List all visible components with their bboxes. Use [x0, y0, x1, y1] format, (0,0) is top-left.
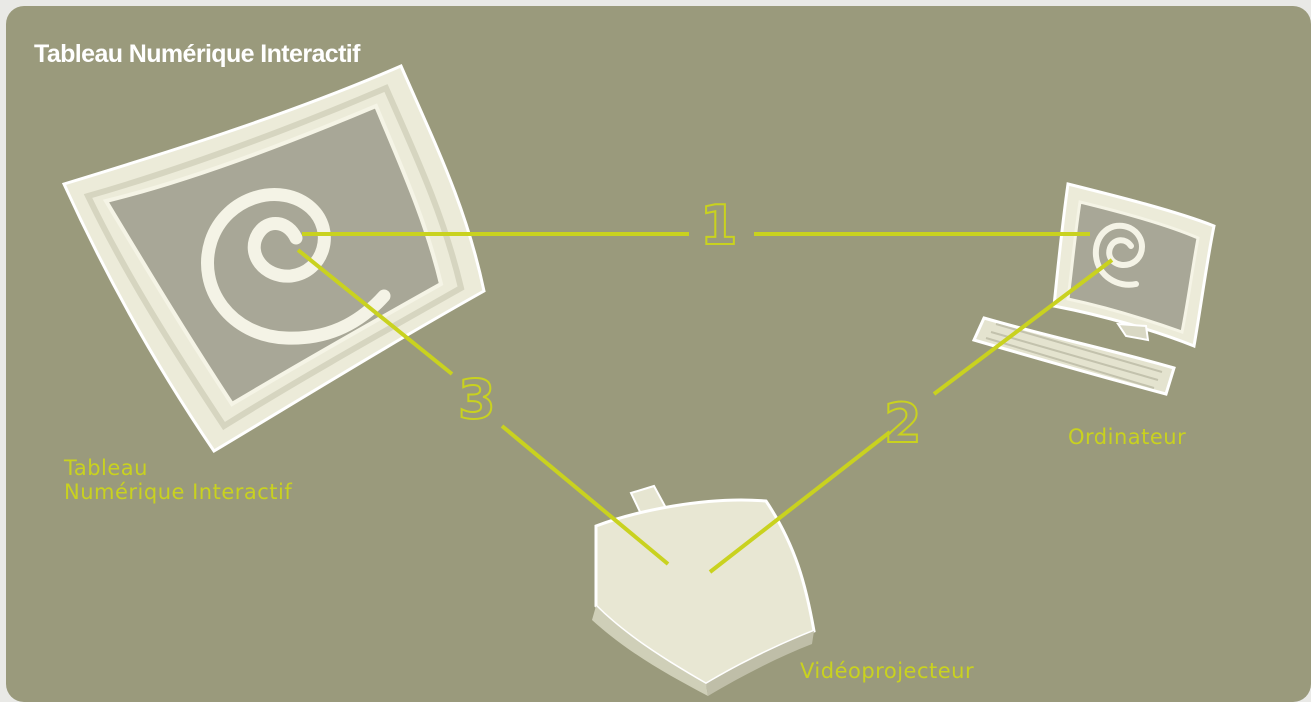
- board-label: Tableau Numérique Interactif: [64, 456, 293, 504]
- connection-number-1: 1: [699, 194, 739, 257]
- computer-icon: [971, 182, 1216, 396]
- connection-3-top: [296, 248, 454, 376]
- connection-2-bottom: [708, 430, 892, 574]
- diagram-canvas: [61, 64, 1216, 696]
- computer-label: Ordinateur: [1068, 425, 1187, 449]
- diagram-panel: Tableau Numérique Interactif 1 2 3 Table…: [6, 6, 1311, 702]
- projector-label: Vidéoprojecteur: [800, 659, 975, 683]
- connection-number-3: 3: [457, 368, 497, 431]
- projector-icon: [592, 484, 816, 696]
- spiral-icon: [201, 188, 391, 345]
- page-title: Tableau Numérique Interactif: [34, 40, 360, 68]
- connection-lines: [296, 232, 1114, 574]
- connection-3-bottom: [500, 424, 670, 566]
- connection-2-top: [932, 258, 1114, 396]
- interactive-board-icon: [61, 64, 486, 454]
- connection-number-2: 2: [883, 392, 923, 455]
